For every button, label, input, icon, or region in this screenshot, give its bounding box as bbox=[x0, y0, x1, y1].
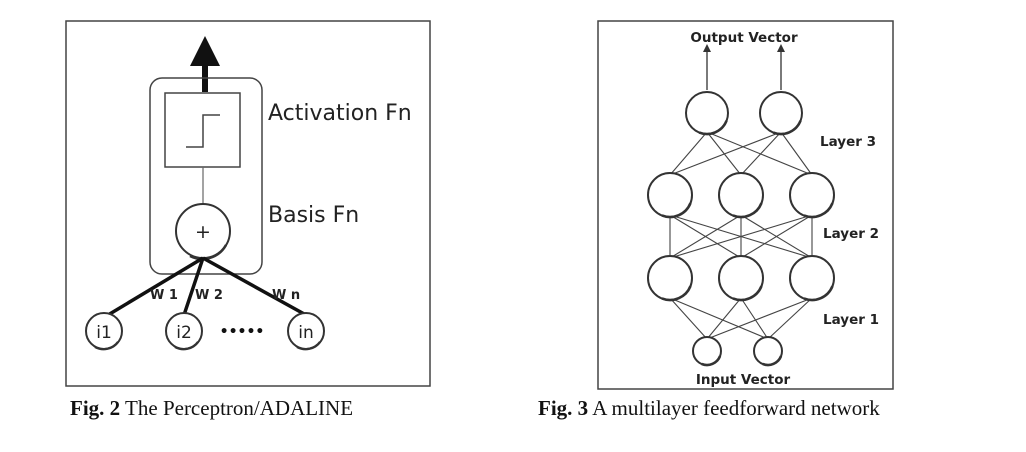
input-label-2: i2 bbox=[176, 323, 192, 343]
network-nodes bbox=[647, 91, 835, 367]
output-arrowhead-2 bbox=[777, 44, 785, 52]
input-ellipsis: ••••• bbox=[220, 324, 265, 340]
feedforward-network-diagram: Output Vector Input Vector Layer 3 Layer… bbox=[597, 20, 894, 390]
figure2-caption-number: Fig. 2 bbox=[70, 396, 121, 420]
hidden1-node-2-shadow bbox=[732, 285, 763, 302]
connection-hidden1-1-input-2 bbox=[669, 297, 769, 340]
connection-hidden1-3-input-1 bbox=[706, 297, 813, 340]
layer-1-label: Layer 1 bbox=[823, 312, 879, 328]
connection-hidden2-3-hidden1-1 bbox=[669, 214, 813, 259]
connection-output-1-hidden2-1 bbox=[669, 131, 708, 176]
weight-label-1: W 1 bbox=[150, 288, 178, 303]
connection-hidden2-2-hidden1-1 bbox=[669, 214, 742, 259]
input-node-1-shadow bbox=[701, 355, 722, 367]
output-vector-label: Output Vector bbox=[690, 30, 798, 46]
figure3-caption: Fig. 3 A multilayer feedforward network bbox=[538, 396, 880, 421]
connection-output-2-hidden2-1 bbox=[669, 131, 782, 176]
connection-hidden2-3-hidden1-2 bbox=[740, 214, 813, 259]
input-vector-label: Input Vector bbox=[696, 372, 791, 388]
layer-3-label: Layer 3 bbox=[820, 134, 876, 150]
hidden2-node-2-shadow bbox=[732, 202, 763, 219]
connection-output-1-hidden2-3 bbox=[706, 131, 813, 176]
connection-hidden1-2-input-2 bbox=[740, 297, 769, 340]
input-node-n-shadow bbox=[296, 341, 321, 351]
output-node-1-shadow bbox=[698, 120, 728, 136]
connection-hidden1-1-input-1 bbox=[669, 297, 708, 340]
figure2-frame bbox=[65, 20, 431, 387]
input-label-1: i1 bbox=[96, 323, 112, 343]
basis-fn-label: Basis Fn bbox=[268, 203, 359, 228]
weight-line-2 bbox=[182, 257, 205, 316]
perceptron-diagram: + Activation Fn Basis Fn W 1 W 2 W n i1 … bbox=[65, 20, 431, 387]
connection-hidden1-3-input-2 bbox=[767, 297, 813, 340]
summation-node-shadow bbox=[189, 244, 228, 261]
figure2-caption-text: The Perceptron/ADALINE bbox=[120, 396, 354, 420]
input-label-n: in bbox=[298, 323, 314, 343]
hidden1-node-1-shadow bbox=[661, 285, 692, 302]
connection-output-2-hidden2-2 bbox=[740, 131, 782, 176]
weight-line-n bbox=[202, 256, 307, 317]
output-arrowhead-1 bbox=[703, 44, 711, 52]
weight-label-n: W n bbox=[272, 288, 300, 303]
figure3-caption-text: A multilayer feedforward network bbox=[588, 396, 880, 420]
sum-symbol: + bbox=[195, 221, 211, 243]
layer-2-label: Layer 2 bbox=[823, 226, 879, 242]
figure3-caption-number: Fig. 3 bbox=[538, 396, 589, 420]
input-node-1-shadow bbox=[94, 341, 119, 351]
weight-line-1 bbox=[107, 256, 204, 317]
weight-label-2: W 2 bbox=[195, 288, 223, 303]
hidden1-node-3-shadow bbox=[803, 285, 834, 302]
connection-output-2-hidden2-3 bbox=[780, 131, 813, 176]
figure3-frame bbox=[597, 20, 894, 390]
hidden2-node-3-shadow bbox=[803, 202, 834, 219]
neuron-box bbox=[149, 77, 263, 275]
output-node-2-shadow bbox=[772, 120, 802, 136]
figure2-caption: Fig. 2 The Perceptron/ADALINE bbox=[70, 396, 353, 421]
network-connections bbox=[669, 131, 813, 340]
activation-fn-label: Activation Fn bbox=[268, 101, 412, 126]
hidden2-node-1-shadow bbox=[661, 202, 692, 219]
step-function-icon bbox=[186, 114, 220, 148]
input-node-2-shadow bbox=[174, 341, 199, 351]
connection-hidden1-2-input-1 bbox=[706, 297, 742, 340]
output-arrow-head bbox=[190, 36, 220, 66]
input-node-2-shadow bbox=[762, 355, 783, 367]
